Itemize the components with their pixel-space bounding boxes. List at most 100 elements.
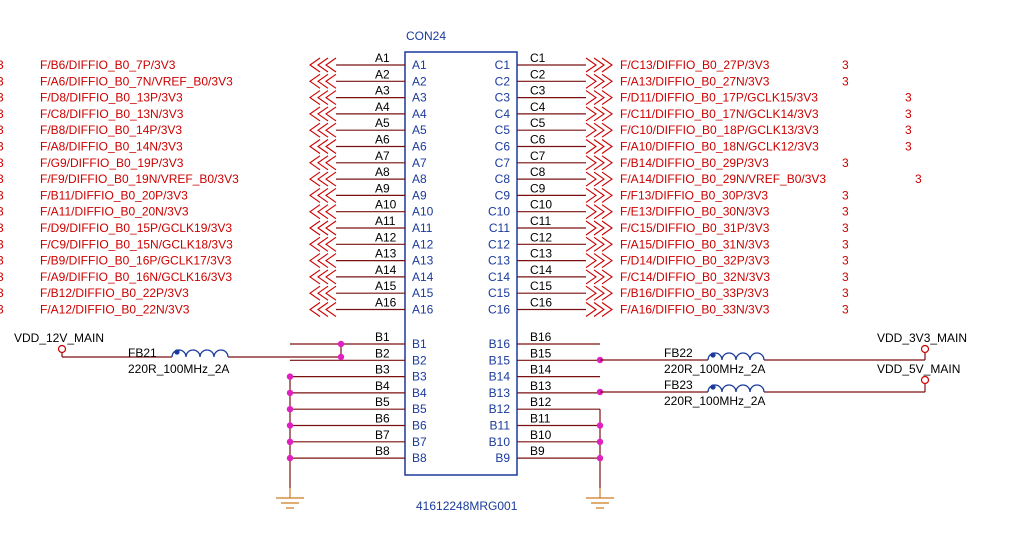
left-pin-number-2: A2 [375, 67, 390, 81]
power-group: VDD_12V_MAIN VDD_3V3_MAIN VDD_5V_MAIN FB… [14, 331, 967, 509]
right-sheet-ref-2: 3 [842, 74, 849, 88]
fb21-dot [174, 349, 180, 355]
left-pin-number-15: A15 [375, 279, 397, 293]
left-b-inner-pin-5: B5 [412, 402, 427, 416]
right-pin-number-8: C8 [530, 165, 546, 179]
left-net-label-8: F/F9/DIFFIO_B0_19N/VREF_B0/3V3 [40, 172, 239, 186]
left-inner-pin-6: A6 [412, 140, 427, 154]
left-inner-pin-14: A14 [412, 270, 434, 284]
left-pin-number-8: A8 [375, 165, 390, 179]
left-ground-junction-8 [286, 454, 294, 462]
right-b-pin-number-6: B11 [530, 412, 551, 426]
right-inner-pin-2: C2 [495, 74, 511, 88]
left-net-label-12: F/C9/DIFFIO_B0_15N/GCLK18/3V3 [40, 237, 233, 251]
left-pin-number-7: A7 [375, 149, 390, 163]
connector-part-number: 41612248MRG001 [416, 499, 518, 513]
right-inner-pin-13: C13 [488, 254, 510, 268]
right-pin-number-13: C13 [530, 247, 552, 261]
left-net-label-16: F/A12/DIFFIO_B0_22N/3V3 [40, 303, 190, 317]
left-sheet-ref-12: 3 [0, 237, 4, 251]
left-b-pin-number-5: B5 [375, 395, 390, 409]
vdd-12v-terminal [57, 344, 67, 354]
left-offpage-connector-9 [309, 187, 337, 203]
right-offpage-connector-3 [585, 90, 613, 106]
left-sheet-ref-13: 3 [0, 254, 4, 268]
right-pin-number-6: C6 [530, 133, 546, 147]
right-net-label-6: F/A10/DIFFIO_B0_18N/GCLK12/3V3 [620, 140, 819, 154]
right-sheet-ref-14: 3 [842, 270, 849, 284]
right-offpage-connector-5 [585, 122, 613, 138]
left-sheet-ref-11: 3 [0, 221, 4, 235]
right-sheet-ref-12: 3 [842, 237, 849, 251]
left-b-inner-pin-2: B2 [412, 353, 427, 367]
right-net-label-12: F/A15/DIFFIO_B0_31N/3V3 [620, 237, 770, 251]
right-b-pin-number-2: B15 [530, 346, 552, 360]
right-inner-pin-8: C8 [495, 172, 511, 186]
fb21-coil [171, 349, 229, 358]
vdd-3v3-terminal [920, 344, 930, 354]
left-pin-number-1: A1 [375, 51, 390, 65]
right-pin-number-15: C15 [530, 279, 552, 293]
left-pin-number-4: A4 [375, 100, 390, 114]
right-offpage-connector-13 [585, 253, 613, 269]
left-sheet-ref-14: 3 [0, 270, 4, 284]
fb22-ref: FB22 [664, 346, 693, 360]
left-offpage-connector-8 [309, 171, 337, 187]
right-b-inner-pin-4: B13 [489, 386, 511, 400]
junction-b2 [337, 353, 345, 361]
left-sheet-ref-7: 3 [0, 156, 4, 170]
left-b-inner-pin-7: B7 [412, 435, 427, 449]
right-b-pin-number-4: B13 [530, 379, 552, 393]
right-inner-pin-11: C11 [489, 221, 510, 235]
left-b-inner-pin-6: B6 [412, 419, 427, 433]
left-offpage-connector-2 [309, 73, 337, 89]
right-b-pin-number-8: B9 [530, 444, 545, 458]
right-inner-pin-15: C15 [488, 286, 510, 300]
left-sheet-ref-10: 3 [0, 205, 4, 219]
left-net-label-14: F/A9/DIFFIO_B0_16N/GCLK16/3V3 [40, 270, 232, 284]
right-offpage-connector-2 [585, 73, 613, 89]
right-sheet-ref-3: 3 [905, 91, 912, 105]
left-offpage-connector-13 [309, 253, 337, 269]
left-offpage-connector-12 [309, 236, 337, 252]
left-net-label-6: F/A8/DIFFIO_B0_14N/3V3 [40, 140, 183, 154]
wires-group [61, 64, 926, 488]
right-net-label-13: F/D14/DIFFIO_B0_32P/3V3 [620, 254, 770, 268]
left-ground-junction-6 [286, 422, 294, 429]
left-offpage-connector-1 [309, 57, 337, 73]
right-net-label-7: F/B14/DIFFIO_B0_29P/3V3 [620, 156, 769, 170]
right-offpage-connector-14 [585, 269, 613, 285]
right-pin-number-2: C2 [530, 67, 546, 81]
left-net-label-5: F/B8/DIFFIO_B0_14P/3V3 [40, 123, 182, 137]
left-pin-number-10: A10 [375, 198, 397, 212]
right-sheet-ref-1: 3 [842, 58, 849, 72]
right-sheet-ref-16: 3 [842, 303, 849, 317]
right-inner-pin-7: C7 [495, 156, 511, 170]
left-pin-number-13: A13 [375, 247, 397, 261]
left-net-label-15: F/B12/DIFFIO_B0_22P/3V3 [40, 286, 189, 300]
right-inner-pin-6: C6 [495, 140, 511, 154]
right-b-pin-number-7: B10 [530, 428, 552, 442]
left-net-label-9: F/B11/DIFFIO_B0_20P/3V3 [40, 188, 188, 202]
left-b-pin-number-3: B3 [375, 363, 390, 377]
left-pin-number-14: A14 [375, 263, 397, 277]
right-offpage-connector-7 [585, 155, 613, 171]
left-b-pin-number-2: B2 [375, 346, 390, 360]
left-net-label-2: F/A6/DIFFIO_B0_7N/VREF_B0/3V3 [40, 74, 233, 88]
left-net-label-11: F/D9/DIFFIO_B0_15P/GCLK19/3V3 [40, 221, 232, 235]
left-b-pin-number-1: B1 [375, 330, 390, 344]
right-b-inner-pin-5: B12 [489, 402, 511, 416]
right-pin-number-4: C4 [530, 100, 546, 114]
right-pin-number-16: C16 [530, 296, 552, 310]
right-sheet-ref-15: 3 [842, 286, 849, 300]
left-b-inner-pin-3: B3 [412, 370, 427, 384]
left-offpage-connector-6 [309, 139, 337, 154]
left-net-label-4: F/C8/DIFFIO_B0_13N/3V3 [40, 107, 184, 121]
vdd-5v-terminal [920, 375, 930, 385]
right-net-label-8: F/A14/DIFFIO_B0_29N/VREF_B0/3V3 [620, 172, 826, 186]
right-sheet-ref-5: 3 [905, 123, 912, 137]
right-inner-pin-4: C4 [495, 107, 511, 121]
right-sheet-ref-6: 3 [905, 140, 912, 154]
left-inner-pin-5: A5 [412, 123, 427, 137]
